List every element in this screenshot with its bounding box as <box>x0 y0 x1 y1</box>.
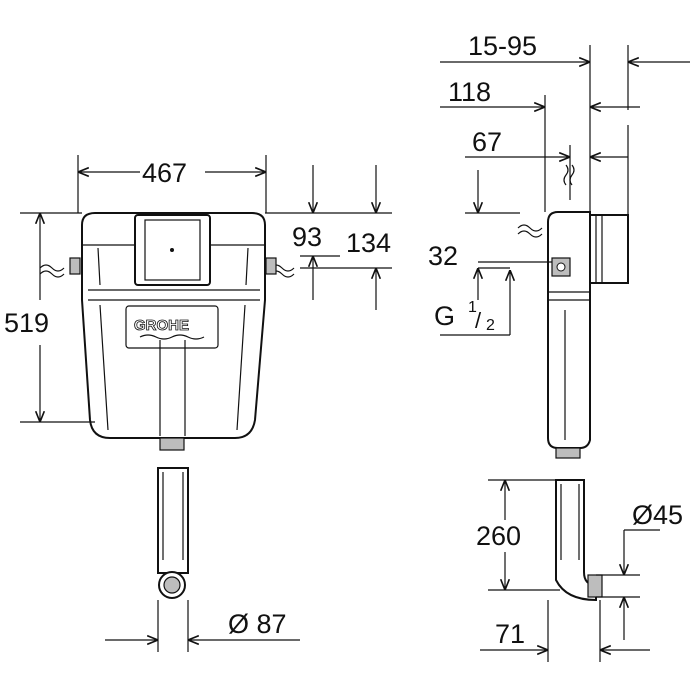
dimension-32: 32 <box>428 170 552 300</box>
dimension-118: 118 <box>440 77 640 212</box>
label-260: 260 <box>476 521 521 551</box>
grohe-logo: GROHE <box>134 317 189 334</box>
dimension-71: 71 <box>480 600 650 662</box>
dimension-93-134: 93 134 <box>265 165 392 310</box>
label-519: 519 <box>4 308 49 338</box>
label-71: 71 <box>495 619 525 649</box>
front-view-outlet-pipe <box>157 467 189 599</box>
label-118: 118 <box>448 77 491 107</box>
side-view-cistern <box>517 164 629 459</box>
label-134: 134 <box>346 228 391 258</box>
dimension-15-95: 15-95 <box>440 31 690 212</box>
label-thread-num: 1 <box>468 299 477 316</box>
label-93: 93 <box>292 222 322 252</box>
dimension-diameter-87: Ø 87 <box>105 600 300 652</box>
label-diameter-45: Ø45 <box>632 500 683 530</box>
dimension-thread: G 1 / 2 <box>434 270 510 336</box>
dimension-260: 260 <box>476 479 560 591</box>
label-15-95: 15-95 <box>468 31 537 61</box>
dimension-67: 67 <box>465 125 629 215</box>
side-view-outlet-pipe <box>555 479 603 602</box>
dimension-diameter-45: Ø45 <box>596 500 683 640</box>
label-32: 32 <box>428 241 458 271</box>
label-67: 67 <box>472 127 502 157</box>
label-thread-g: G <box>434 301 455 331</box>
label-467: 467 <box>142 158 187 188</box>
dimension-467: 467 <box>77 155 267 213</box>
label-thread-den: 2 <box>486 317 495 334</box>
front-view-cistern: GROHE <box>39 212 295 451</box>
dimension-519: 519 <box>4 212 95 423</box>
label-thread-slash: / <box>475 308 482 333</box>
label-diameter-87: Ø 87 <box>228 609 287 639</box>
